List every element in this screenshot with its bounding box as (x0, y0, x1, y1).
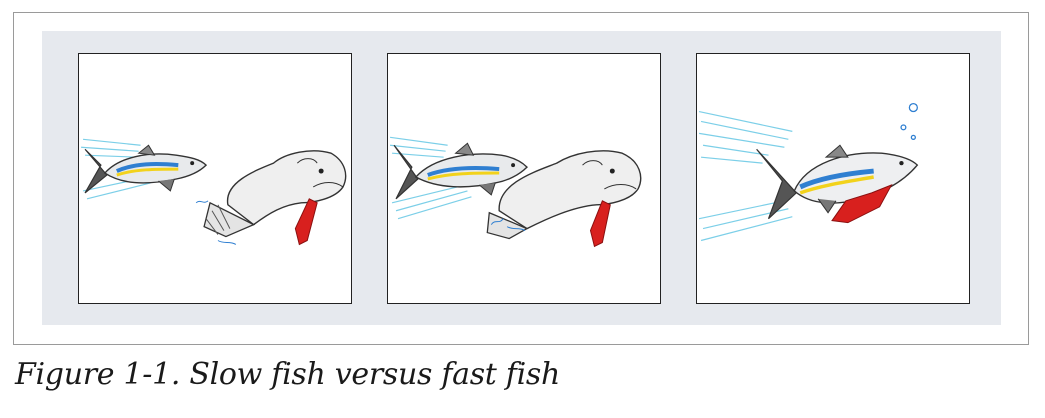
bubbles-icon (900, 102, 918, 140)
figure-panel-2 (387, 53, 661, 304)
panel-1-illustration (81, 138, 347, 246)
panel-2-illustration (389, 136, 642, 248)
fast-fish-icon (84, 144, 208, 194)
figure-panel-3 (696, 53, 970, 304)
slow-fish-icon (195, 150, 347, 246)
figure-frame (13, 12, 1029, 345)
speed-lines (81, 138, 151, 200)
panel-3-illustration (698, 102, 919, 242)
fast-fish-icon (756, 144, 919, 224)
fast-fish-icon (393, 142, 528, 200)
slow-fish-icon (486, 150, 642, 248)
figure-caption: Figure 1-1. Slow fish versus fast fish (15, 357, 561, 392)
figure-panel-1 (78, 53, 352, 304)
